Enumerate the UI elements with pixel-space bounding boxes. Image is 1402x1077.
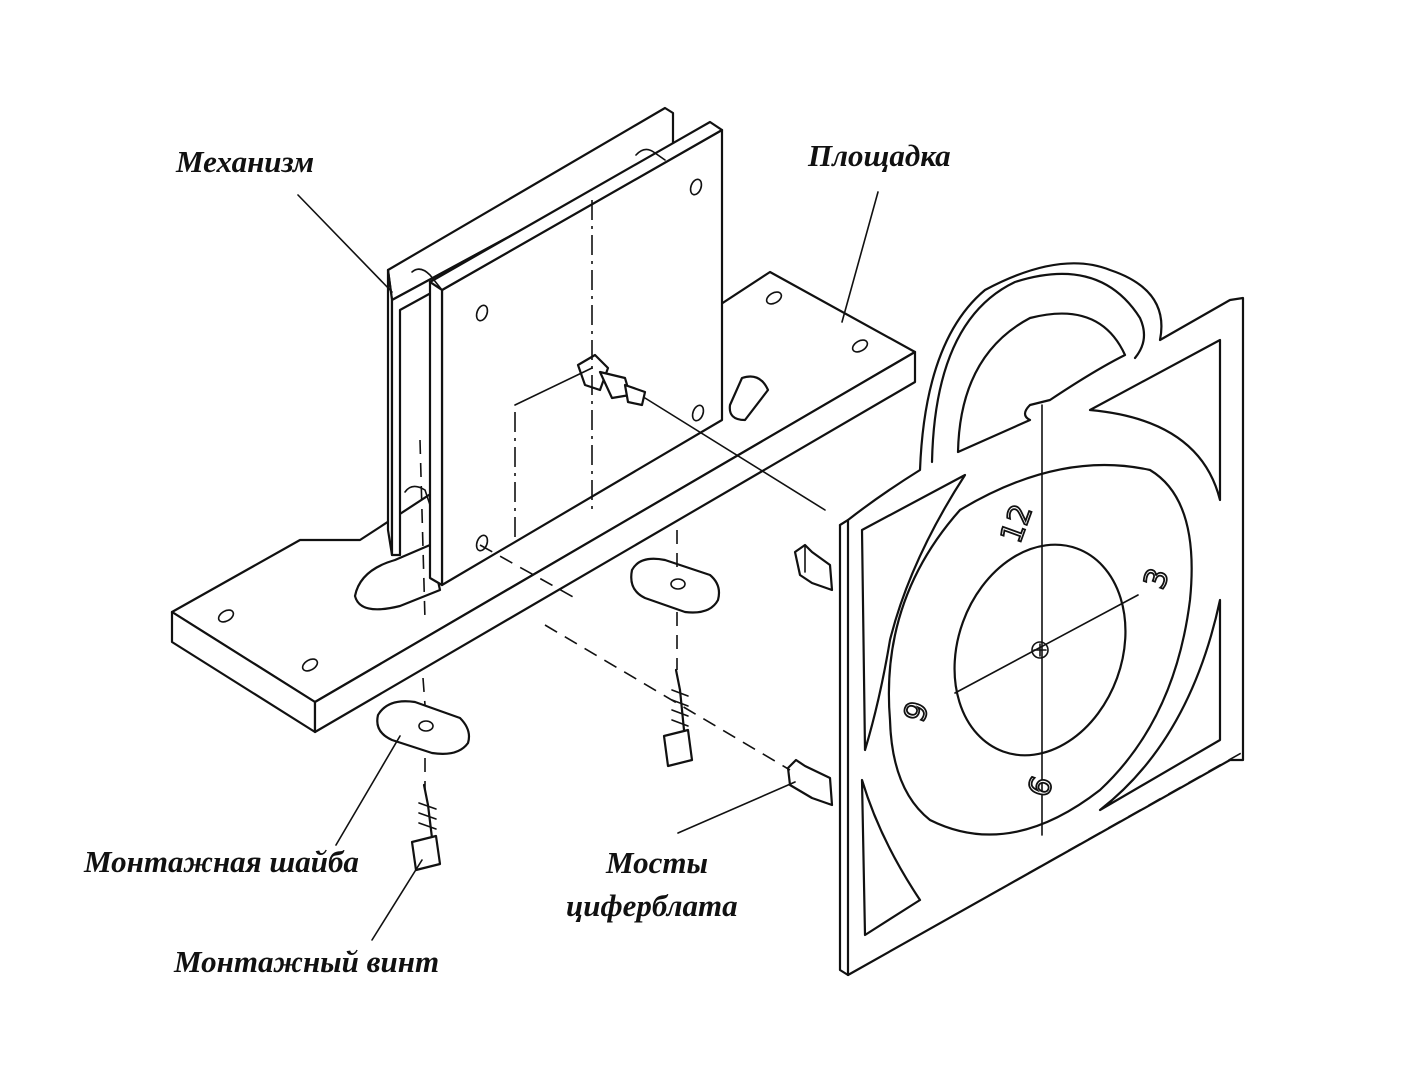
screw-hole-icon (691, 404, 705, 422)
dial-bridge-upper (793, 543, 834, 592)
mounting-washer-centre (630, 557, 721, 614)
label-mounting-washer: Монтажная шайба (83, 844, 359, 879)
clock-mechanism (386, 106, 724, 587)
platform-hole-icon (851, 339, 869, 353)
platform-hole-icon (765, 291, 783, 305)
platform-slot-right (728, 375, 770, 422)
mounting-screw-centre (662, 668, 694, 768)
leader-dial-bridges (677, 781, 796, 834)
label-dial-bridges-line1: Мосты (605, 845, 708, 880)
label-platform: Площадка (807, 138, 951, 173)
mounting-washer-left (376, 700, 471, 755)
label-mechanism: Механизм (175, 144, 314, 179)
clock-dial: 12 3 6 9 (838, 262, 1245, 977)
label-dial-bridges-line2: циферблата (566, 888, 738, 923)
leader-mounting-screw (371, 859, 423, 941)
dial-bridge-lower (786, 758, 834, 807)
screw-hole-icon (475, 534, 489, 552)
platform-hole-icon (301, 658, 319, 672)
mounting-screw-left (410, 783, 442, 872)
platform-hole-icon (217, 609, 235, 623)
screw-hole-icon (475, 304, 489, 322)
screw-hole-icon (689, 178, 703, 196)
leader-mounting-washer (335, 735, 401, 846)
leader-platform (841, 191, 879, 323)
label-mounting-screw: Монтажный винт (173, 944, 439, 979)
hand-shaft (576, 353, 647, 407)
leader-mechanism (297, 194, 393, 293)
